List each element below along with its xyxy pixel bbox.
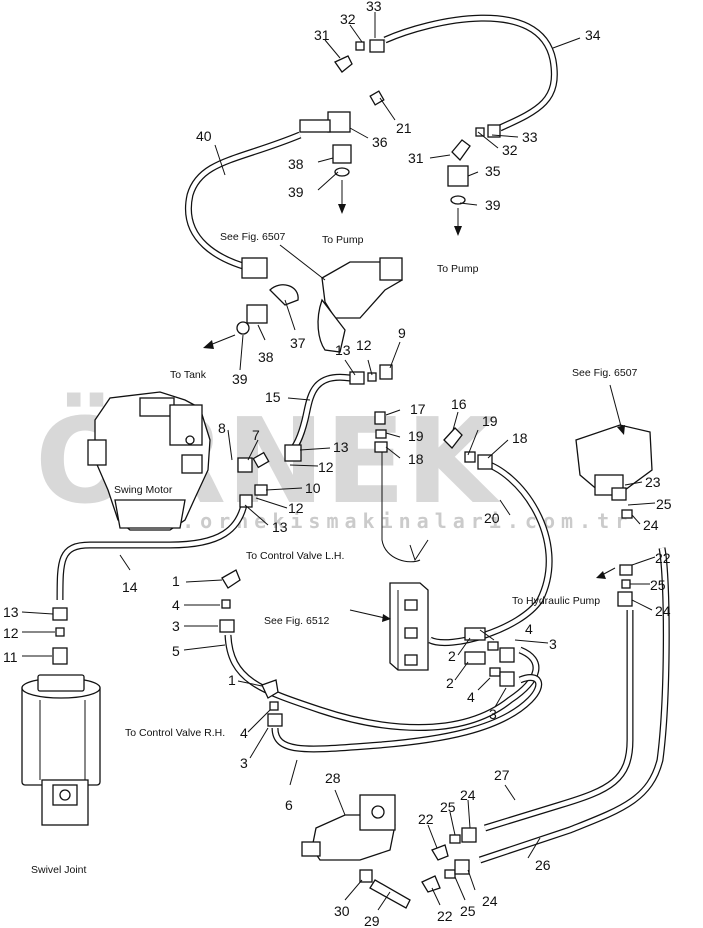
callout: 19 bbox=[408, 428, 424, 444]
callout: 29 bbox=[364, 913, 380, 928]
callout: 26 bbox=[535, 857, 551, 873]
watermark-url: www.ornekismakinalari.com.tr bbox=[128, 509, 633, 533]
callout: 33 bbox=[366, 0, 382, 14]
leader-lines bbox=[21, 12, 656, 911]
callout: 37 bbox=[290, 335, 306, 351]
label-see-6512: See Fig. 6512 bbox=[264, 615, 330, 627]
callout: 27 bbox=[494, 767, 510, 783]
callout: 12 bbox=[3, 625, 19, 641]
callout: 25 bbox=[656, 496, 672, 512]
label-to-pump-2: To Pump bbox=[437, 263, 479, 275]
callout: 4 bbox=[525, 621, 533, 637]
callout: 25 bbox=[460, 903, 476, 919]
callout: 24 bbox=[460, 787, 476, 803]
callout: 8 bbox=[218, 420, 226, 436]
callout: 18 bbox=[512, 430, 528, 446]
callout: 22 bbox=[655, 550, 671, 566]
label-swing-motor: Swing Motor bbox=[114, 484, 173, 496]
callout: 2 bbox=[448, 648, 456, 664]
callout: 4 bbox=[240, 725, 248, 741]
valve-block bbox=[389, 582, 429, 671]
callout: 13 bbox=[3, 604, 19, 620]
callout: 39 bbox=[288, 184, 304, 200]
callout: 11 bbox=[3, 649, 18, 665]
callout: 35 bbox=[485, 163, 501, 179]
callout: 24 bbox=[655, 603, 671, 619]
label-see-6507-b: See Fig. 6507 bbox=[572, 367, 638, 379]
callout: 15 bbox=[265, 389, 281, 405]
label-to-pump-1: To Pump bbox=[322, 234, 364, 246]
callout: 40 bbox=[196, 128, 212, 144]
callout: 33 bbox=[522, 129, 538, 145]
callout: 6 bbox=[285, 797, 293, 813]
hoses bbox=[56, 14, 670, 864]
pump-28 bbox=[301, 794, 396, 861]
label-to-cv-rh: To Control Valve R.H. bbox=[125, 727, 225, 739]
callout: 32 bbox=[502, 142, 518, 158]
callout: 24 bbox=[482, 893, 498, 909]
callout-numbers: 33 32 31 34 21 36 33 40 32 31 35 38 39 3… bbox=[3, 0, 672, 928]
callout: 31 bbox=[314, 27, 330, 43]
callout: 38 bbox=[258, 349, 274, 365]
callout: 12 bbox=[288, 500, 304, 516]
callout: 2 bbox=[446, 675, 454, 691]
callout: 20 bbox=[484, 510, 500, 526]
callout: 12 bbox=[356, 337, 372, 353]
callout: 39 bbox=[232, 371, 248, 387]
swing-motor bbox=[87, 391, 211, 531]
callout: 13 bbox=[335, 342, 351, 358]
label-to-hyd-pump: To Hydraulic Pump bbox=[512, 595, 600, 607]
callout: 23 bbox=[645, 474, 661, 490]
callout: 38 bbox=[288, 156, 304, 172]
callout: 17 bbox=[410, 401, 426, 417]
callout: 3 bbox=[172, 618, 180, 634]
callout: 16 bbox=[451, 396, 467, 412]
text-labels: Swing Motor Swivel Joint To Pump To Pump… bbox=[31, 231, 638, 876]
callout: 13 bbox=[272, 519, 288, 535]
block-6507-top bbox=[317, 257, 403, 353]
callout: 28 bbox=[325, 770, 341, 786]
label-to-cv-lh: To Control Valve L.H. bbox=[246, 550, 344, 562]
callout: 3 bbox=[549, 636, 557, 652]
callout: 21 bbox=[396, 120, 412, 136]
callout: 4 bbox=[172, 597, 180, 613]
label-swivel-joint: Swivel Joint bbox=[31, 864, 87, 876]
callout: 39 bbox=[485, 197, 501, 213]
callout: 24 bbox=[643, 517, 659, 533]
callout: 3 bbox=[489, 706, 497, 722]
callout: 19 bbox=[482, 413, 498, 429]
callout: 32 bbox=[340, 11, 356, 27]
label-to-tank: To Tank bbox=[170, 369, 207, 381]
swivel-joint bbox=[21, 674, 101, 826]
callout: 18 bbox=[408, 451, 424, 467]
callout: 7 bbox=[252, 427, 260, 443]
callout: 25 bbox=[650, 577, 666, 593]
callout: 9 bbox=[398, 325, 406, 341]
callout: 1 bbox=[172, 573, 180, 589]
label-see-6507-a: See Fig. 6507 bbox=[220, 231, 286, 243]
callout: 10 bbox=[305, 480, 321, 496]
callout: 22 bbox=[418, 811, 434, 827]
callout: 5 bbox=[172, 643, 180, 659]
arrows bbox=[203, 180, 625, 622]
callout: 22 bbox=[437, 908, 453, 924]
callout: 30 bbox=[334, 903, 350, 919]
callout: 14 bbox=[122, 579, 138, 595]
callout: 13 bbox=[333, 439, 349, 455]
callout: 31 bbox=[408, 150, 424, 166]
callout: 4 bbox=[467, 689, 475, 705]
callout: 36 bbox=[372, 134, 388, 150]
callout: 1 bbox=[228, 672, 236, 688]
callout: 12 bbox=[318, 459, 334, 475]
callout: 25 bbox=[440, 799, 456, 815]
callout: 3 bbox=[240, 755, 248, 771]
block-6507-right bbox=[575, 424, 653, 496]
callout: 34 bbox=[585, 27, 601, 43]
